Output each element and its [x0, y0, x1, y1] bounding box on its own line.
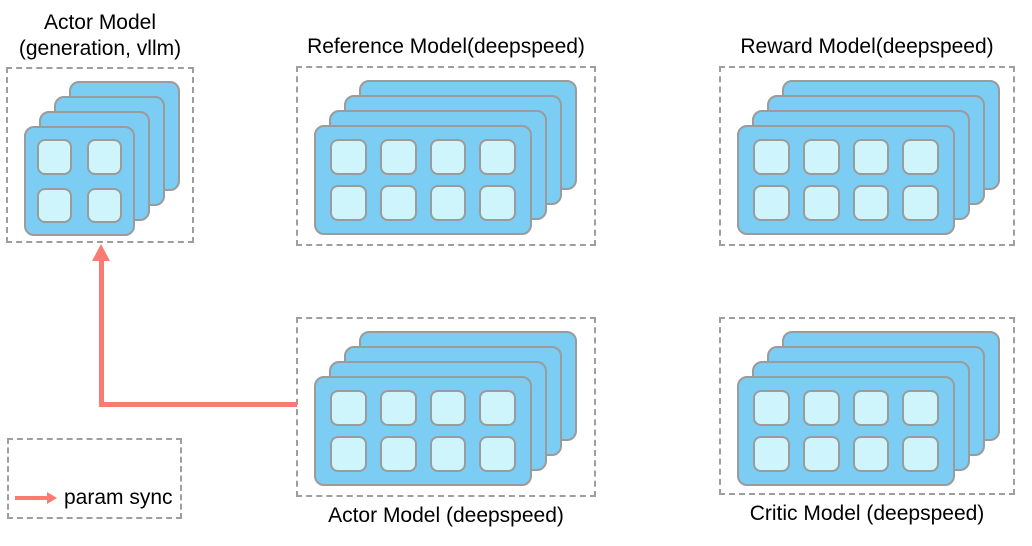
- gpu-cell: [902, 185, 939, 221]
- gpu-cell: [753, 185, 790, 221]
- gpu-cell: [753, 436, 790, 472]
- model-title-critic: Critic Model (deepspeed): [749, 502, 985, 525]
- gpu-card-stack: [298, 68, 594, 244]
- gpu-cell: [802, 390, 840, 426]
- model-block-reward: Reward Model(deepspeed): [719, 34, 1015, 246]
- model-boundary-box: [719, 317, 1015, 495]
- gpu-cell: [379, 185, 417, 221]
- model-title-actor-training: Actor Model (deepspeed): [328, 504, 564, 527]
- model-title-line2: (generation, vllm): [18, 37, 182, 60]
- gpu-cell: [802, 185, 840, 221]
- gpu-card-stack: [298, 319, 594, 495]
- gpu-cell: [479, 139, 516, 175]
- model-title-reference: Reference Model(deepspeed): [307, 35, 585, 58]
- gpu-card-stack: [8, 69, 192, 241]
- gpu-cell: [429, 390, 467, 426]
- model-block-reference: Reference Model(deepspeed): [296, 34, 596, 246]
- gpu-cell: [330, 185, 367, 221]
- model-boundary-box: [6, 67, 194, 243]
- arrow-vertical-segment: [99, 258, 104, 407]
- model-block-actor-training: Actor Model (deepspeed): [296, 317, 596, 529]
- gpu-cell: [429, 436, 467, 472]
- gpu-cell: [37, 139, 72, 175]
- gpu-card-front: [737, 376, 955, 486]
- gpu-cell: [902, 436, 939, 472]
- gpu-cell: [429, 185, 467, 221]
- model-title-actor-generation: Actor Model (generation, vllm): [6, 10, 194, 62]
- gpu-cell: [802, 436, 840, 472]
- model-block-critic: Critic Model (deepspeed): [719, 317, 1015, 527]
- gpu-cell: [753, 139, 790, 175]
- model-title-line1: Actor Model: [43, 11, 157, 34]
- gpu-cell: [479, 390, 516, 426]
- gpu-card-front: [314, 125, 532, 235]
- legend-box: param sync: [7, 438, 182, 519]
- model-boundary-box: [296, 66, 596, 246]
- gpu-cell: [429, 139, 467, 175]
- gpu-cell: [852, 436, 890, 472]
- gpu-cell: [902, 390, 939, 426]
- gpu-cell: [379, 436, 417, 472]
- gpu-cell: [379, 139, 417, 175]
- gpu-card-front: [24, 126, 135, 236]
- gpu-card-front: [737, 125, 955, 235]
- gpu-cell: [330, 139, 367, 175]
- gpu-cell: [37, 187, 72, 223]
- gpu-card-front: [314, 376, 532, 486]
- gpu-card-stack: [721, 319, 1013, 493]
- arrow-horizontal-segment: [101, 402, 297, 407]
- gpu-cell: [852, 390, 890, 426]
- gpu-cell: [87, 139, 122, 175]
- gpu-cell: [479, 185, 516, 221]
- gpu-cell: [852, 185, 890, 221]
- gpu-card-stack: [721, 68, 1013, 244]
- gpu-cell: [330, 436, 367, 472]
- gpu-cell: [479, 436, 516, 472]
- legend-arrow-head-icon: [47, 492, 57, 504]
- legend-arrow-line: [15, 496, 48, 500]
- gpu-cell: [852, 139, 890, 175]
- gpu-cell: [87, 187, 122, 223]
- legend-entry: param sync: [15, 485, 173, 511]
- legend-label: param sync: [64, 486, 173, 509]
- gpu-cell: [802, 139, 840, 175]
- arrow-head-icon: [92, 244, 110, 261]
- gpu-cell: [330, 390, 367, 426]
- model-boundary-box: [296, 317, 596, 497]
- gpu-cell: [753, 390, 790, 426]
- gpu-cell: [379, 390, 417, 426]
- model-boundary-box: [719, 66, 1015, 246]
- param-sync-arrow-icon: [15, 492, 57, 504]
- gpu-cell: [902, 139, 939, 175]
- model-title-reward: Reward Model(deepspeed): [740, 35, 994, 58]
- model-block-actor-generation: Actor Model (generation, vllm): [6, 10, 194, 243]
